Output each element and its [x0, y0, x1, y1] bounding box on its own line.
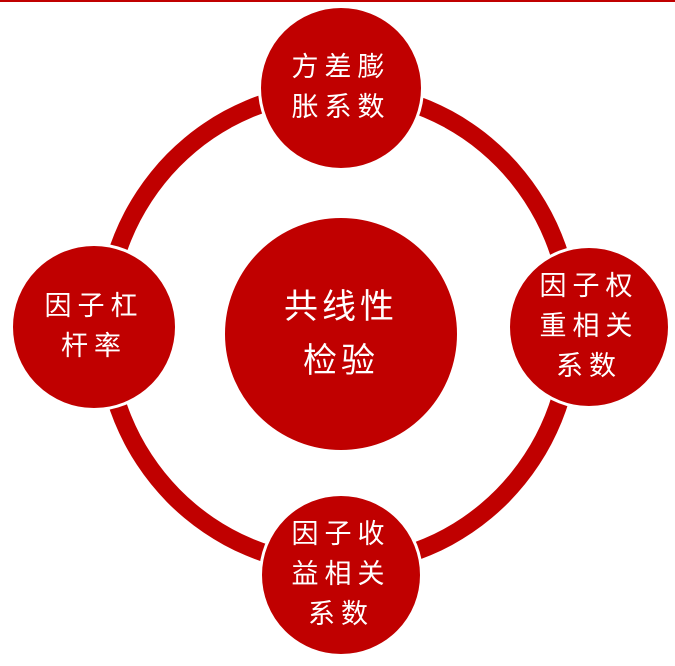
node-label: 因子权 重相关 系数	[540, 267, 639, 387]
label-line: 因子杠	[44, 291, 144, 322]
label-line: 系数	[556, 351, 622, 382]
node-label: 因子收 益相关 系数	[292, 515, 391, 635]
node-label: 共线性 检验	[284, 280, 398, 388]
label-line: 系数	[308, 599, 374, 630]
label-line: 重相关	[539, 311, 639, 342]
label-line: 胀系数	[291, 92, 391, 123]
label-line: 杆率	[61, 331, 127, 362]
label-line: 益相关	[291, 559, 391, 590]
node-collinearity-test: 共线性 检验	[222, 215, 460, 453]
top-rule	[0, 0, 675, 2]
node-variance-inflation-factor: 方差膨 胀系数	[258, 5, 424, 171]
node-label: 方差膨 胀系数	[292, 48, 391, 128]
label-line: 因子权	[539, 271, 639, 302]
node-factor-weight-correlation: 因子权 重相关 系数	[507, 245, 671, 409]
label-line: 方差膨	[291, 52, 391, 83]
node-label: 因子杠 杆率	[45, 287, 144, 367]
label-line: 因子收	[291, 519, 391, 550]
node-factor-leverage: 因子杠 杆率	[10, 243, 178, 411]
node-factor-return-correlation: 因子收 益相关 系数	[259, 493, 423, 657]
label-line: 检验	[303, 341, 379, 381]
label-line: 共线性	[284, 287, 398, 327]
